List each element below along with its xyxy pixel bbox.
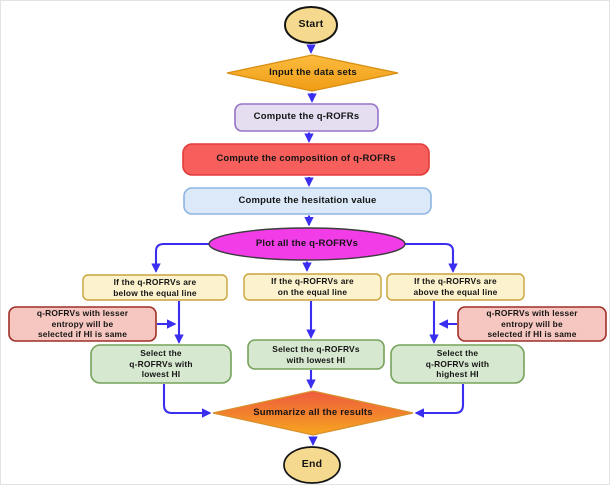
summarize-diamond — [212, 390, 414, 436]
hesitation-label: Compute the hesitation value — [238, 194, 377, 206]
branch-on-label: If the q-ROFRVs are on the equal line — [271, 276, 354, 297]
select-above-box — [390, 344, 525, 384]
note-right-label: q-ROFRVs with lesser entropy will be sel… — [486, 307, 578, 340]
select-on-label: Select the q-ROFRVs with lowest HI — [272, 343, 360, 365]
plot-ellipse — [208, 227, 406, 261]
branch-below-box — [82, 274, 228, 301]
plot-label: Plot all the q-ROFRVs — [255, 237, 359, 249]
note-left-label: q-ROFRVs with lesser entropy will be sel… — [36, 307, 129, 340]
composition-label: Compute the composition of q-ROFRs — [216, 153, 396, 165]
start-label: Start — [298, 18, 324, 31]
branch-on-box — [243, 273, 382, 301]
select-below-box — [90, 344, 232, 384]
composition-box — [182, 143, 430, 176]
note-right-box — [457, 306, 607, 342]
compute-qrofrs-label: Compute the q-ROFRs — [253, 111, 360, 123]
start-node — [284, 6, 338, 44]
arrow-plot-to-branch-below — [151, 242, 211, 273]
arrow-plot-to-branch-above — [403, 242, 458, 273]
select-below-label: Select the q-ROFRVs with lowest HI — [129, 347, 193, 380]
branch-above-label: If the q-ROFRVs are above the equal line — [413, 276, 498, 297]
hesitation-box — [183, 187, 432, 215]
select-above-label: Select the q-ROFRVs with highest HI — [425, 347, 490, 380]
branch-above-box — [386, 273, 525, 301]
branch-below-label: If the q-ROFRVs are below the equal line — [113, 276, 197, 298]
arrow-select-below-to-summarize — [162, 384, 212, 418]
select-on-box — [247, 339, 385, 370]
end-node — [283, 446, 341, 484]
end-label: End — [301, 458, 323, 471]
arrow-select-above-to-summarize — [414, 384, 465, 418]
summarize-label: Summarize all the results — [253, 406, 373, 418]
compute-qrofrs-box — [234, 103, 379, 132]
input-diamond — [226, 54, 399, 92]
note-left-box — [8, 306, 157, 342]
input-label: Input the data sets — [269, 66, 357, 78]
